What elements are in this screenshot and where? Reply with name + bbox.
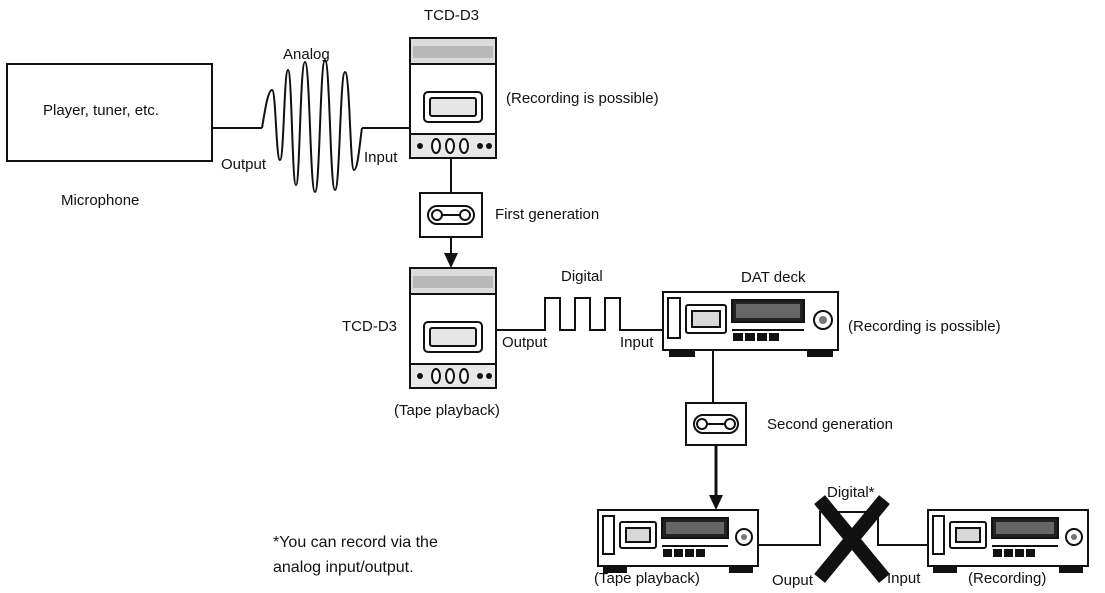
analog-cable xyxy=(212,58,410,194)
microphone-label: Microphone xyxy=(61,192,140,209)
cassette1-label: First generation xyxy=(495,206,600,223)
digital-cable xyxy=(496,297,663,331)
arrow-down-icon xyxy=(444,253,458,268)
footnote-line-2: analog input/output. xyxy=(273,559,414,576)
recorder2-status-label: (Tape playback) xyxy=(394,402,500,419)
dat-deck-recording xyxy=(927,509,1089,573)
deck-recording-status-label: (Recording) xyxy=(968,570,1047,587)
recorder1-status-label: (Recording is possible) xyxy=(506,90,659,107)
analog-input-label: Input xyxy=(364,149,398,166)
blocked-digital-cable xyxy=(758,511,928,546)
dat-deck-playback xyxy=(597,509,759,573)
recorder2-model-label: TCD-D3 xyxy=(342,318,397,335)
cassette2-label: Second generation xyxy=(767,416,893,433)
digital-input-label: Input xyxy=(620,334,654,351)
footnote: *You can record via the analog input/out… xyxy=(273,530,438,580)
analog-output-label: Output xyxy=(221,156,267,173)
cassette-icon-2 xyxy=(685,402,747,446)
cross-icon xyxy=(814,495,890,583)
cassette-icon-1 xyxy=(419,192,483,238)
dat-deck-status-label: (Recording is possible) xyxy=(848,318,1001,335)
source-device-box xyxy=(6,63,213,162)
footnote-line-1: *You can record via the xyxy=(273,534,438,551)
blocked-signal-label: Digital* xyxy=(827,484,875,501)
blocked-output-label: Ouput xyxy=(772,572,813,589)
recorder1-model-label: TCD-D3 xyxy=(424,7,479,24)
blocked-input-label: Input xyxy=(887,570,921,587)
digital-signal-label: Digital xyxy=(561,268,603,285)
analog-signal-label: Analog xyxy=(283,46,330,63)
tcd-d3-recorder-2 xyxy=(409,267,497,389)
tcd-d3-recorder-1 xyxy=(409,37,497,159)
source-device-label: Player, tuner, etc. xyxy=(43,102,159,119)
arrow-down-icon xyxy=(709,495,723,510)
digital-output-label: Output xyxy=(502,334,548,351)
dat-deck xyxy=(662,291,839,357)
deck-playback-status-label: (Tape playback) xyxy=(594,570,700,587)
dat-deck-model-label: DAT deck xyxy=(741,269,806,286)
